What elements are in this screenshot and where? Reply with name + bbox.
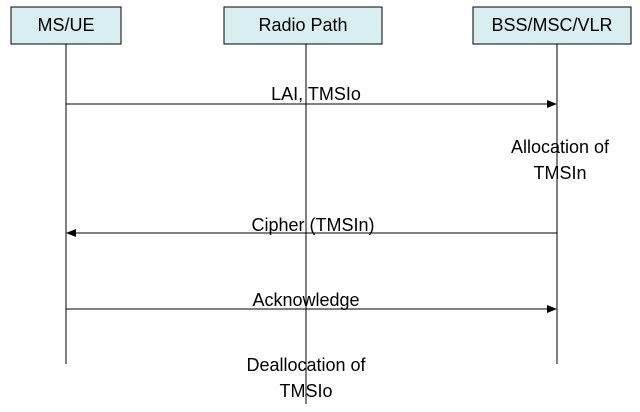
- entity-box-ms-ue: [10, 6, 122, 45]
- note-allocation: Allocation of TMSIn: [511, 137, 610, 183]
- entity-box-radio-path: [223, 6, 383, 45]
- entity-bss-msc-vlr: BSS/MSC/VLR: [472, 6, 632, 45]
- note-deallocation-line1: Deallocation of: [246, 355, 366, 375]
- entity-box-bss-msc-vlr: [472, 6, 632, 45]
- message-lai-tmsio: LAI, TMSIo: [66, 84, 557, 108]
- message-label-lai-tmsio: LAI, TMSIo: [271, 84, 361, 104]
- message-cipher-tmsin: Cipher (TMSIn): [66, 215, 557, 237]
- entity-ms-ue: MS/UE: [10, 6, 122, 45]
- entity-label-radio-path: Radio Path: [258, 15, 347, 35]
- note-deallocation-line2: TMSIo: [279, 381, 332, 401]
- note-allocation-line1: Allocation of: [511, 137, 610, 157]
- entity-label-bss-msc-vlr: BSS/MSC/VLR: [491, 15, 612, 35]
- entity-radio-path: Radio Path: [223, 6, 383, 45]
- note-allocation-line2: TMSIn: [533, 163, 586, 183]
- entity-label-ms-ue: MS/UE: [37, 15, 94, 35]
- message-label-acknowledge: Acknowledge: [252, 290, 359, 310]
- message-label-cipher-tmsin: Cipher (TMSIn): [251, 215, 374, 235]
- note-deallocation: Deallocation of TMSIo: [246, 355, 366, 401]
- message-acknowledge: Acknowledge: [66, 290, 557, 313]
